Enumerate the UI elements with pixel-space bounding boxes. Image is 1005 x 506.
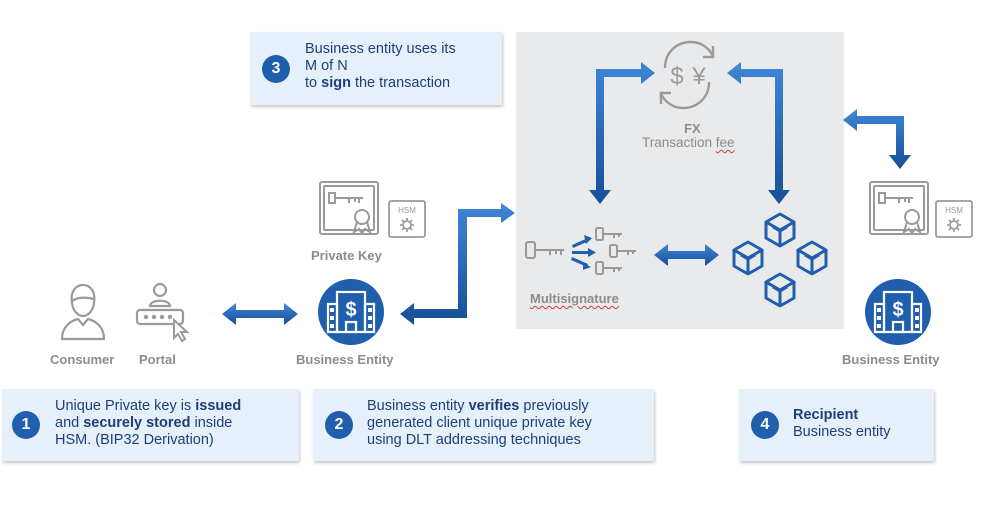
svg-text:$: $ bbox=[892, 299, 903, 321]
callout-1-line1-pre: Unique Private key is bbox=[55, 398, 196, 414]
step-2-badge: 2 bbox=[325, 411, 353, 439]
callout-1-line1-bold: issued bbox=[195, 398, 242, 414]
multisignature-keys-icon bbox=[525, 227, 636, 275]
callout-2-line2: generated client unique private key bbox=[367, 415, 592, 431]
arrow-portal-business bbox=[222, 303, 298, 325]
blockchain-network-icon bbox=[732, 212, 828, 308]
callout-2-line1-bold: verifies bbox=[468, 398, 520, 414]
callout-1-line2-post: inside bbox=[190, 415, 233, 431]
callout-step-1: 1 Unique Private key is issued and secur… bbox=[2, 389, 299, 461]
callout-3-line3-post: the transaction bbox=[350, 75, 451, 91]
step-4-badge: 4 bbox=[751, 411, 779, 439]
svg-text:$: $ bbox=[345, 299, 356, 321]
private-key-label: Private Key bbox=[311, 248, 382, 263]
yen-symbol: ¥ bbox=[691, 63, 706, 90]
consumer-icon bbox=[60, 283, 106, 341]
callout-2-line3: using DLT addressing techniques bbox=[367, 432, 581, 448]
consumer-label: Consumer bbox=[50, 352, 115, 367]
key-certificate-icon-left bbox=[319, 181, 379, 235]
callout-2-line1-pre: Business entity bbox=[367, 398, 469, 414]
callout-1-line2-pre: and bbox=[55, 415, 84, 431]
hsm-safe-icon-right: HSM bbox=[935, 200, 973, 238]
arrow-recipient bbox=[843, 109, 911, 169]
business-entity-icon-left: $ bbox=[318, 279, 384, 345]
arrow-business-to-multisig bbox=[400, 203, 515, 325]
hsm-safe-icon-left: HSM bbox=[388, 200, 426, 238]
currency-exchange-icon: $ ¥ bbox=[659, 40, 715, 110]
arrow-fx-multisig bbox=[589, 62, 655, 204]
hsm-left-text: HSM bbox=[398, 206, 416, 215]
dollar-symbol: $ bbox=[670, 63, 683, 90]
portal-label: Portal bbox=[139, 352, 176, 367]
callout-3-line1: Business entity uses its bbox=[305, 41, 456, 57]
callout-step-4: 4 Recipient Business entity bbox=[739, 389, 934, 461]
callout-3-line3-bold: sign bbox=[321, 75, 351, 91]
step-1-badge: 1 bbox=[12, 411, 40, 439]
fx-label: FX bbox=[684, 121, 701, 136]
multisignature-label: Multisignature bbox=[530, 291, 619, 306]
callout-3-line3-pre: to bbox=[305, 75, 322, 91]
callout-1-line2-bold: securely stored bbox=[83, 415, 191, 431]
callout-3-line2: M of N bbox=[305, 58, 348, 74]
business-entity-icon-right: $ bbox=[865, 279, 931, 345]
callout-4-line2: Business entity bbox=[793, 424, 891, 440]
callout-2-line1-post: previously bbox=[519, 398, 589, 414]
arrow-fx-blockchain bbox=[727, 62, 790, 204]
business-entity-right-label: Business Entity bbox=[842, 352, 940, 367]
key-certificate-icon-right bbox=[869, 181, 929, 235]
callout-4-line1: Recipient bbox=[793, 407, 859, 423]
arrow-multisig-blockchain bbox=[654, 244, 719, 266]
callout-step-2: 2 Business entity verifies previously ge… bbox=[313, 389, 654, 461]
business-entity-left-label: Business Entity bbox=[296, 352, 394, 367]
callout-step-3: 3 Business entity uses its M of N to sig… bbox=[250, 32, 502, 105]
transaction-fee-label: Transaction fee bbox=[642, 135, 735, 150]
step-3-badge: 3 bbox=[262, 55, 290, 83]
callout-1-line3: HSM. (BIP32 Derivation) bbox=[55, 432, 214, 448]
portal-icon bbox=[135, 282, 190, 343]
hsm-right-text: HSM bbox=[945, 206, 963, 215]
